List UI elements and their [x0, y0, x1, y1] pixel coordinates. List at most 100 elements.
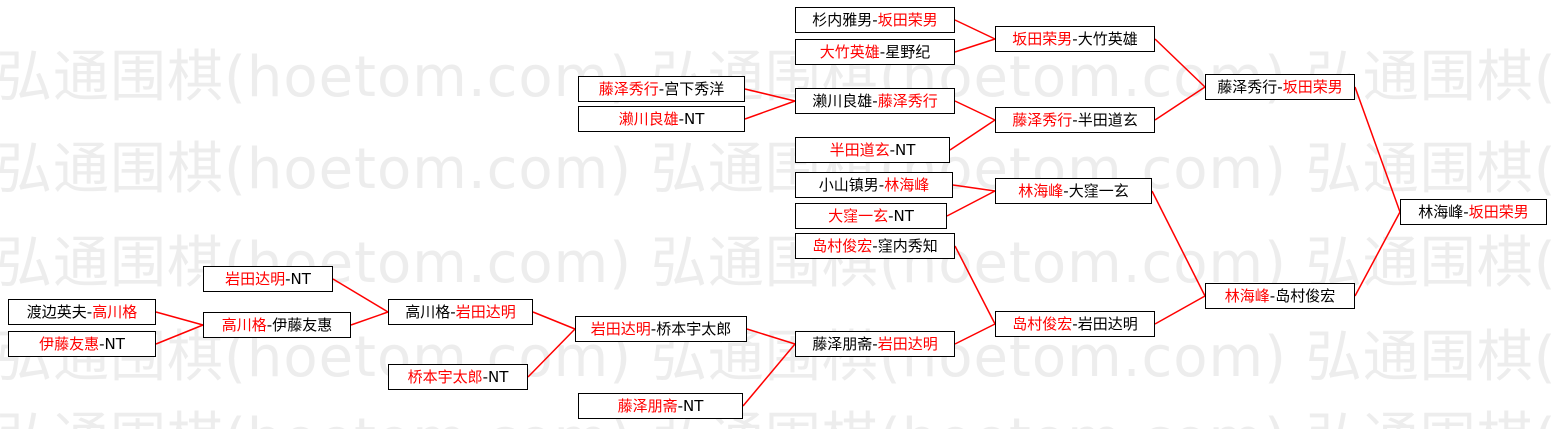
game-link[interactable]: 大竹英雄 — [819, 43, 880, 61]
separator: - — [872, 237, 878, 255]
separator: - — [888, 207, 894, 225]
match-iwata-vs-nt: 岩田达明-NT — [203, 266, 333, 292]
game-link[interactable]: 岩田达明 — [877, 335, 938, 353]
player-name: 藤泽秀行 — [1217, 78, 1278, 96]
game-link[interactable]: 林海峰 — [884, 176, 930, 194]
game-link[interactable]: 岩田达明 — [455, 303, 516, 321]
match-takagawa-vs-ito: 高川格-伊藤友惠 — [203, 312, 351, 338]
match-segawa-vs-nt: 濑川良雄-NT — [578, 106, 745, 132]
separator: - — [482, 368, 489, 386]
game-link[interactable]: 伊藤友惠 — [39, 335, 100, 353]
match-shimamura-vs-iwata: 岛村俊宏-岩田达明 — [995, 311, 1155, 337]
player-name: 林海峰 — [1418, 203, 1464, 221]
game-link[interactable]: 高川格 — [221, 316, 267, 334]
separator: - — [1063, 182, 1069, 200]
game-link[interactable]: 坂田荣男 — [1282, 78, 1343, 96]
separator: - — [99, 335, 105, 353]
game-link[interactable]: 岩田达明 — [225, 270, 286, 288]
match-fujisawa-hosai-vs-iwata: 藤泽朋斋-岩田达明 — [795, 331, 955, 357]
match-handa-vs-nt: 半田道玄-NT — [795, 137, 950, 163]
bye-label: NT — [684, 110, 705, 128]
game-link[interactable]: 林海峰 — [1224, 287, 1270, 305]
connector-line — [746, 328, 796, 345]
bye-label: NT — [488, 368, 509, 386]
separator: - — [1072, 30, 1078, 48]
connector-line — [155, 311, 204, 326]
match-sugiuchi-vs-sakata: 杉内雅男-坂田荣男 — [795, 7, 955, 33]
connector-line — [946, 190, 996, 217]
connector-line — [527, 328, 576, 378]
bye-label: NT — [290, 270, 311, 288]
game-link[interactable]: 桥本宇太郎 — [407, 368, 483, 386]
separator: - — [879, 43, 886, 61]
watermark-text: 弘通围棋(hoetom.com) 弘通围棋(hoetom.com) 弘通围棋(h… — [0, 137, 1554, 202]
game-link[interactable]: 林海峰 — [1018, 182, 1064, 200]
connector-line — [1151, 190, 1206, 297]
separator: - — [872, 335, 878, 353]
separator: - — [285, 270, 291, 288]
separator: - — [1277, 78, 1283, 96]
game-link[interactable]: 半田道玄 — [829, 141, 890, 159]
separator: - — [1072, 315, 1078, 333]
connector-line — [1354, 86, 1401, 213]
connector-line — [1354, 211, 1401, 297]
player-name: 大窪一玄 — [1068, 182, 1129, 200]
separator: - — [1269, 287, 1276, 305]
connector-line — [1154, 295, 1206, 325]
separator: - — [678, 110, 685, 128]
connector-line — [1154, 86, 1206, 121]
separator: - — [889, 141, 896, 159]
game-link[interactable]: 藤泽秀行 — [1012, 111, 1073, 129]
player-name: 大竹英雄 — [1077, 30, 1138, 48]
game-link[interactable]: 岛村俊宏 — [1012, 315, 1073, 333]
connector-line — [954, 323, 996, 345]
game-link[interactable]: 岩田达明 — [590, 320, 651, 338]
game-link[interactable]: 藤泽秀行 — [877, 92, 938, 110]
connector-line — [744, 100, 796, 120]
match-sakata-vs-otake: 坂田荣男-大竹英雄 — [995, 26, 1155, 52]
connector-line — [332, 278, 389, 313]
connector-line — [742, 343, 796, 407]
connector-line — [954, 245, 996, 325]
game-link[interactable]: 坂田荣男 — [1468, 203, 1529, 221]
player-name: 半田道玄 — [1077, 111, 1138, 129]
connector-line — [954, 100, 996, 121]
game-link[interactable]: 坂田荣男 — [1012, 30, 1073, 48]
player-name: 藤泽朋斋 — [812, 335, 873, 353]
connector-line — [954, 38, 996, 53]
player-name: 宫下秀洋 — [664, 80, 725, 98]
separator: - — [266, 316, 273, 334]
bye-label: NT — [104, 335, 125, 353]
player-name: 星野纪 — [885, 43, 931, 61]
match-okubo-vs-nt: 大窪一玄-NT — [795, 203, 947, 229]
game-link[interactable]: 藤泽秀行 — [598, 80, 659, 98]
connector-line — [155, 324, 204, 345]
match-rin-vs-shimamura: 林海峰-岛村俊宏 — [1205, 283, 1355, 309]
connector-line — [954, 19, 996, 40]
player-name: 小山镇男 — [818, 176, 879, 194]
connector-line — [952, 184, 996, 192]
match-watanabe-vs-takagawa: 渡边英夫-高川格 — [8, 299, 156, 325]
player-name: 岛村俊宏 — [1275, 287, 1336, 305]
game-link[interactable]: 坂田荣男 — [877, 11, 938, 29]
game-link[interactable]: 大窪一玄 — [828, 207, 889, 225]
match-iwata-vs-hashimoto: 岩田达明-桥本宇太郎 — [575, 316, 747, 342]
match-fujisawa-shuko-vs-sakata: 藤泽秀行-坂田荣男 — [1205, 74, 1355, 100]
separator: - — [658, 80, 665, 98]
game-link[interactable]: 高川格 — [92, 303, 138, 321]
separator: - — [650, 320, 657, 338]
match-koyama-vs-rin: 小山镇男-林海峰 — [795, 172, 953, 198]
match-takagawa-vs-iwata: 高川格-岩田达明 — [388, 299, 533, 325]
game-link[interactable]: 藤泽朋斋 — [617, 397, 678, 415]
separator: - — [86, 303, 93, 321]
separator: - — [1072, 111, 1078, 129]
player-name: 窪内秀知 — [877, 237, 938, 255]
separator: - — [872, 92, 878, 110]
match-shimamura-vs-kubouchi: 岛村俊宏-窪内秀知 — [795, 233, 955, 259]
game-link[interactable]: 岛村俊宏 — [812, 237, 873, 255]
match-fujisawa-hosai-vs-nt: 藤泽朋斋-NT — [578, 393, 743, 419]
separator: - — [450, 303, 456, 321]
game-link[interactable]: 濑川良雄 — [618, 110, 679, 128]
separator: - — [872, 11, 878, 29]
